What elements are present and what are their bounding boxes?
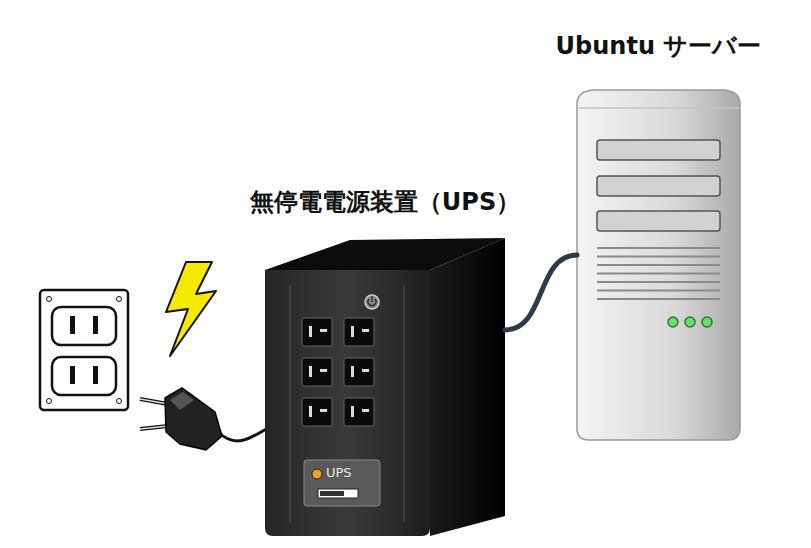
- power-cable: [505, 255, 577, 330]
- lightning-bolt: [166, 262, 216, 356]
- ups-body: [265, 238, 505, 536]
- panel-label: UPS: [326, 465, 352, 480]
- power-plug: [140, 388, 222, 450]
- node-heading: 無停電電源装置（UPS）: [250, 186, 520, 218]
- server-tower: [577, 90, 740, 440]
- ups-node: 無停電電源装置（UPS）: [265, 238, 505, 536]
- power-cord: [218, 428, 268, 441]
- wall-outlet: [40, 290, 128, 410]
- node-heading: Ubuntu サーバー: [556, 30, 762, 62]
- server-node: Ubuntu サーバー: [577, 90, 740, 440]
